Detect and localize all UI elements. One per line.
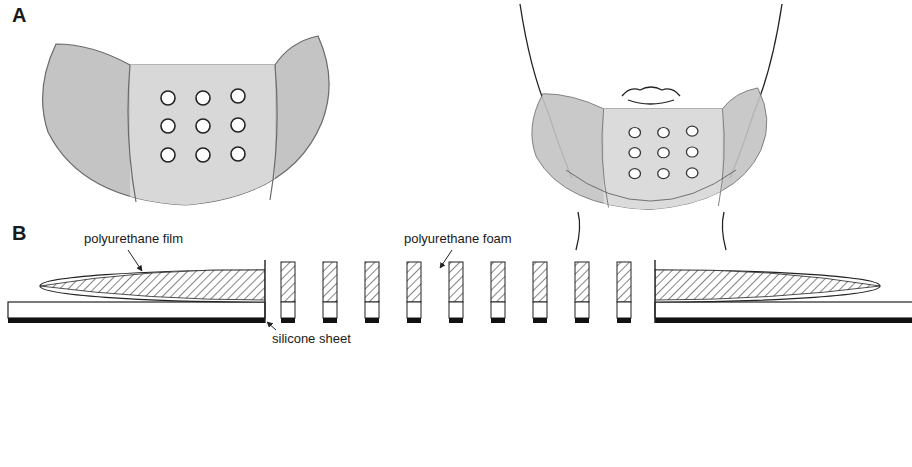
dressing-shape <box>43 36 330 210</box>
part-label: polyurethane foam <box>404 232 512 246</box>
foam-block <box>533 262 547 323</box>
foam-block <box>617 262 631 323</box>
part-label: polyurethane film <box>84 232 183 246</box>
panel-letter: A <box>12 4 26 26</box>
foam-block <box>491 262 505 323</box>
leader-line <box>128 250 142 271</box>
cross-section <box>8 260 912 323</box>
foam-block <box>323 262 337 323</box>
leader-line <box>267 322 276 330</box>
part-label: silicone sheet <box>272 332 351 346</box>
panel-letter: B <box>12 222 26 244</box>
foam-block <box>281 262 295 323</box>
face-outline <box>520 4 782 250</box>
foam-block <box>407 262 421 323</box>
foam-block <box>449 262 463 323</box>
chin-line <box>566 170 736 201</box>
leader-line <box>440 250 452 268</box>
foam-block <box>365 262 379 323</box>
dressing-on-chin <box>532 88 767 213</box>
foam-block <box>575 262 589 323</box>
